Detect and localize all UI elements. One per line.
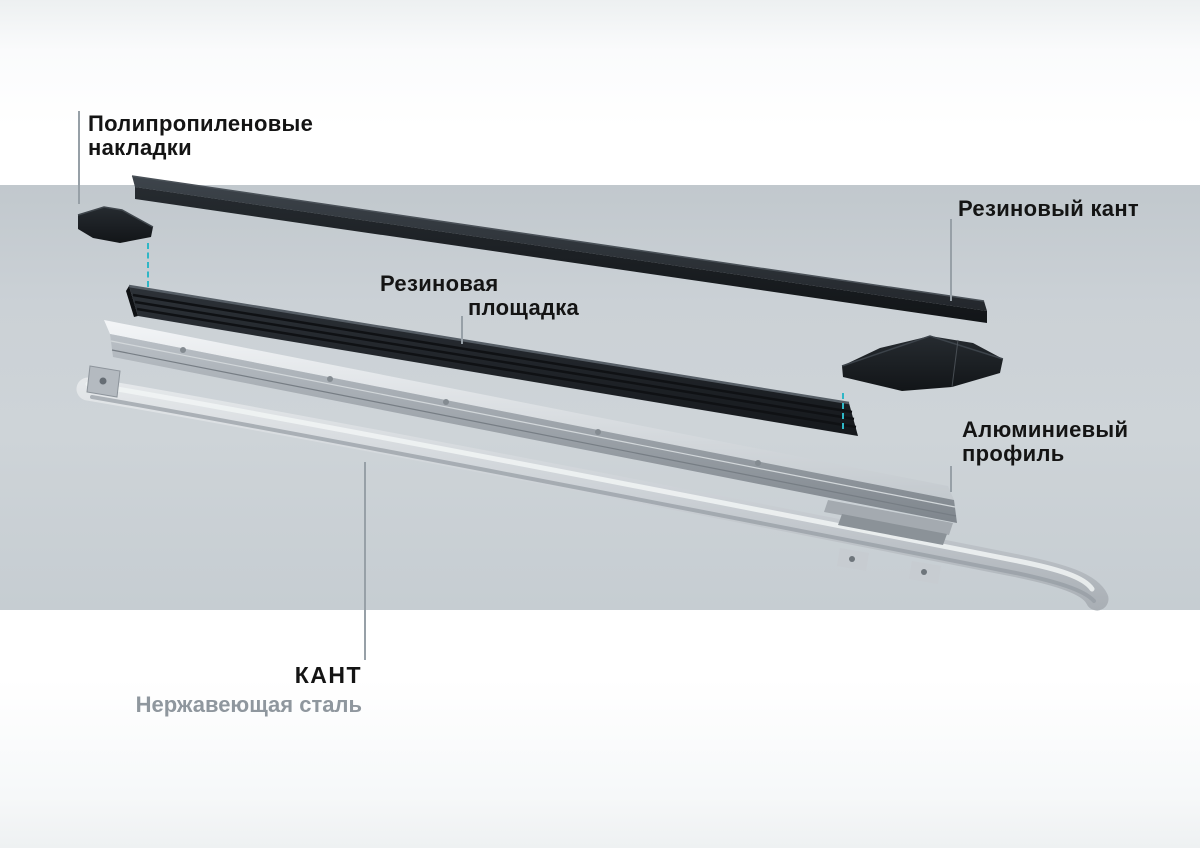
rubber-edge-strip xyxy=(131,175,987,323)
dashed-pointer-right xyxy=(842,393,844,429)
rivet-dot xyxy=(327,376,333,382)
polypropylene-pad-left xyxy=(77,206,154,243)
stainless-steel-kant xyxy=(76,365,1109,611)
polypropylene-pad-right xyxy=(841,335,1004,391)
rivet-dot xyxy=(180,347,186,353)
kant-bracket-left xyxy=(86,365,121,398)
label-rubber-edge: Резиновый кант xyxy=(958,196,1140,221)
rivet-dot xyxy=(443,399,449,405)
rivet-dot xyxy=(595,429,601,435)
label-polypropylene-pads: Полипропиленовые накладки xyxy=(88,112,313,160)
connector-line-kant xyxy=(364,462,366,660)
label-platform-line1: Резиновая xyxy=(380,271,499,296)
label-polypropylene-line2: накладки xyxy=(88,135,192,160)
label-kant-title: КАНТ xyxy=(294,662,362,688)
connector-line-aluminum xyxy=(950,466,952,492)
aluminum-profile xyxy=(104,320,957,545)
connector-line-platform xyxy=(461,316,463,344)
rubber-platform xyxy=(126,284,858,436)
rivet-dot xyxy=(755,460,761,466)
label-polypropylene-line1: Полипропиленовые xyxy=(88,111,314,136)
label-aluminum: Алюминиевый профиль xyxy=(962,418,1128,466)
connector-line-pads xyxy=(78,111,80,204)
label-aluminum-line1: Алюминиевый xyxy=(962,417,1129,442)
connector-line-rubber-edge xyxy=(950,219,952,301)
kant-bracket-mid xyxy=(837,548,869,571)
label-kant-block: КАНТ Нержавеющая сталь xyxy=(136,662,362,718)
kant-bracket-right xyxy=(909,561,941,584)
label-kant-subtitle: Нержавеющая сталь xyxy=(135,692,362,717)
label-platform-line2: площадка xyxy=(468,295,580,320)
label-aluminum-line2: профиль xyxy=(962,441,1065,466)
dashed-pointer-left xyxy=(147,243,149,287)
